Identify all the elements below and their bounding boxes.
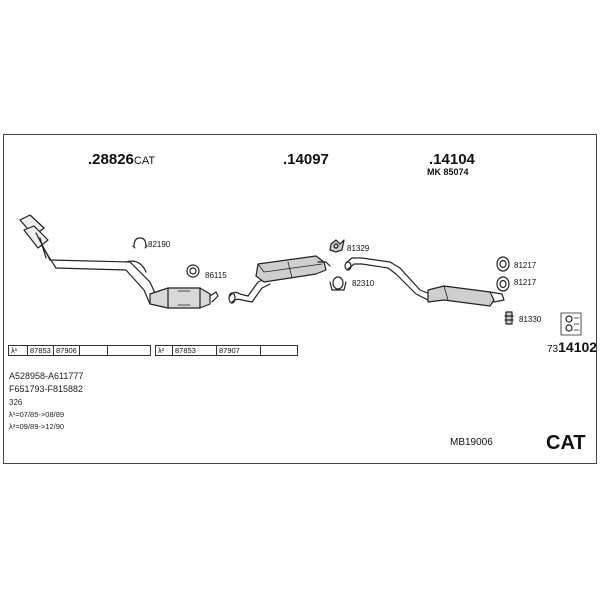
rear-silencer-icon bbox=[344, 257, 505, 307]
mounting-kit-icon bbox=[560, 312, 582, 336]
ref-82310: 82310 bbox=[352, 279, 375, 288]
mounting-81330-icon bbox=[504, 311, 514, 325]
lambda-table-1: λ¹ 87853 87906 bbox=[8, 345, 151, 356]
part-number-14104: .14104 bbox=[429, 151, 475, 168]
part-number-28826: .28826CAT bbox=[88, 151, 156, 168]
cat-label: CAT bbox=[546, 432, 586, 454]
lambda-2-cell-1: 87853 bbox=[172, 345, 216, 356]
ring-86115-icon bbox=[186, 264, 200, 278]
note-line-2: F651793-F815882 bbox=[9, 384, 84, 394]
ref-81329: 81329 bbox=[347, 244, 370, 253]
ring-81217-a-icon bbox=[496, 256, 510, 272]
hanger-81329-icon bbox=[329, 239, 345, 253]
lambda-1-cell-1: 87853 bbox=[27, 345, 53, 356]
note-line-5: λ²=09/89->12/90 bbox=[9, 422, 65, 431]
ref-81217-b: 81217 bbox=[514, 278, 537, 287]
part-number-14097: .14097 bbox=[283, 151, 329, 168]
middle-silencer-icon bbox=[228, 255, 331, 304]
ref-82190: 82190 bbox=[148, 240, 171, 249]
note-line-4: λ¹=07/85->08/89 bbox=[9, 410, 65, 419]
clamp-82310-icon bbox=[329, 276, 347, 291]
lambda-2-label: λ² bbox=[155, 345, 172, 356]
lambda-1-cell-2: 87906 bbox=[53, 345, 79, 356]
catalytic-converter-icon bbox=[149, 287, 219, 309]
note-line-1: A528958-A611777 bbox=[9, 371, 84, 381]
clamp-82190-icon bbox=[133, 237, 147, 247]
ref-86115: 86115 bbox=[205, 271, 227, 280]
diagram-code: 7314102 bbox=[547, 339, 598, 355]
lambda-1-cell-4 bbox=[107, 345, 151, 356]
model-code: MB19006 bbox=[450, 437, 493, 448]
ref-81217-a: 81217 bbox=[514, 261, 537, 270]
lambda-2-cell-2: 87907 bbox=[216, 345, 260, 356]
kit-number: MK 85074 bbox=[427, 167, 469, 177]
ring-81217-b-icon bbox=[496, 276, 510, 292]
lambda-1-label: λ¹ bbox=[8, 345, 27, 356]
ref-81330: 81330 bbox=[519, 315, 542, 324]
lambda-2-cell-3 bbox=[260, 345, 298, 356]
front-downpipe-icon bbox=[19, 214, 159, 305]
diagram-frame bbox=[3, 134, 597, 464]
lambda-1-cell-3 bbox=[79, 345, 107, 356]
lambda-table-2: λ² 87853 87907 bbox=[155, 345, 298, 356]
note-line-3: 326 bbox=[9, 398, 23, 407]
